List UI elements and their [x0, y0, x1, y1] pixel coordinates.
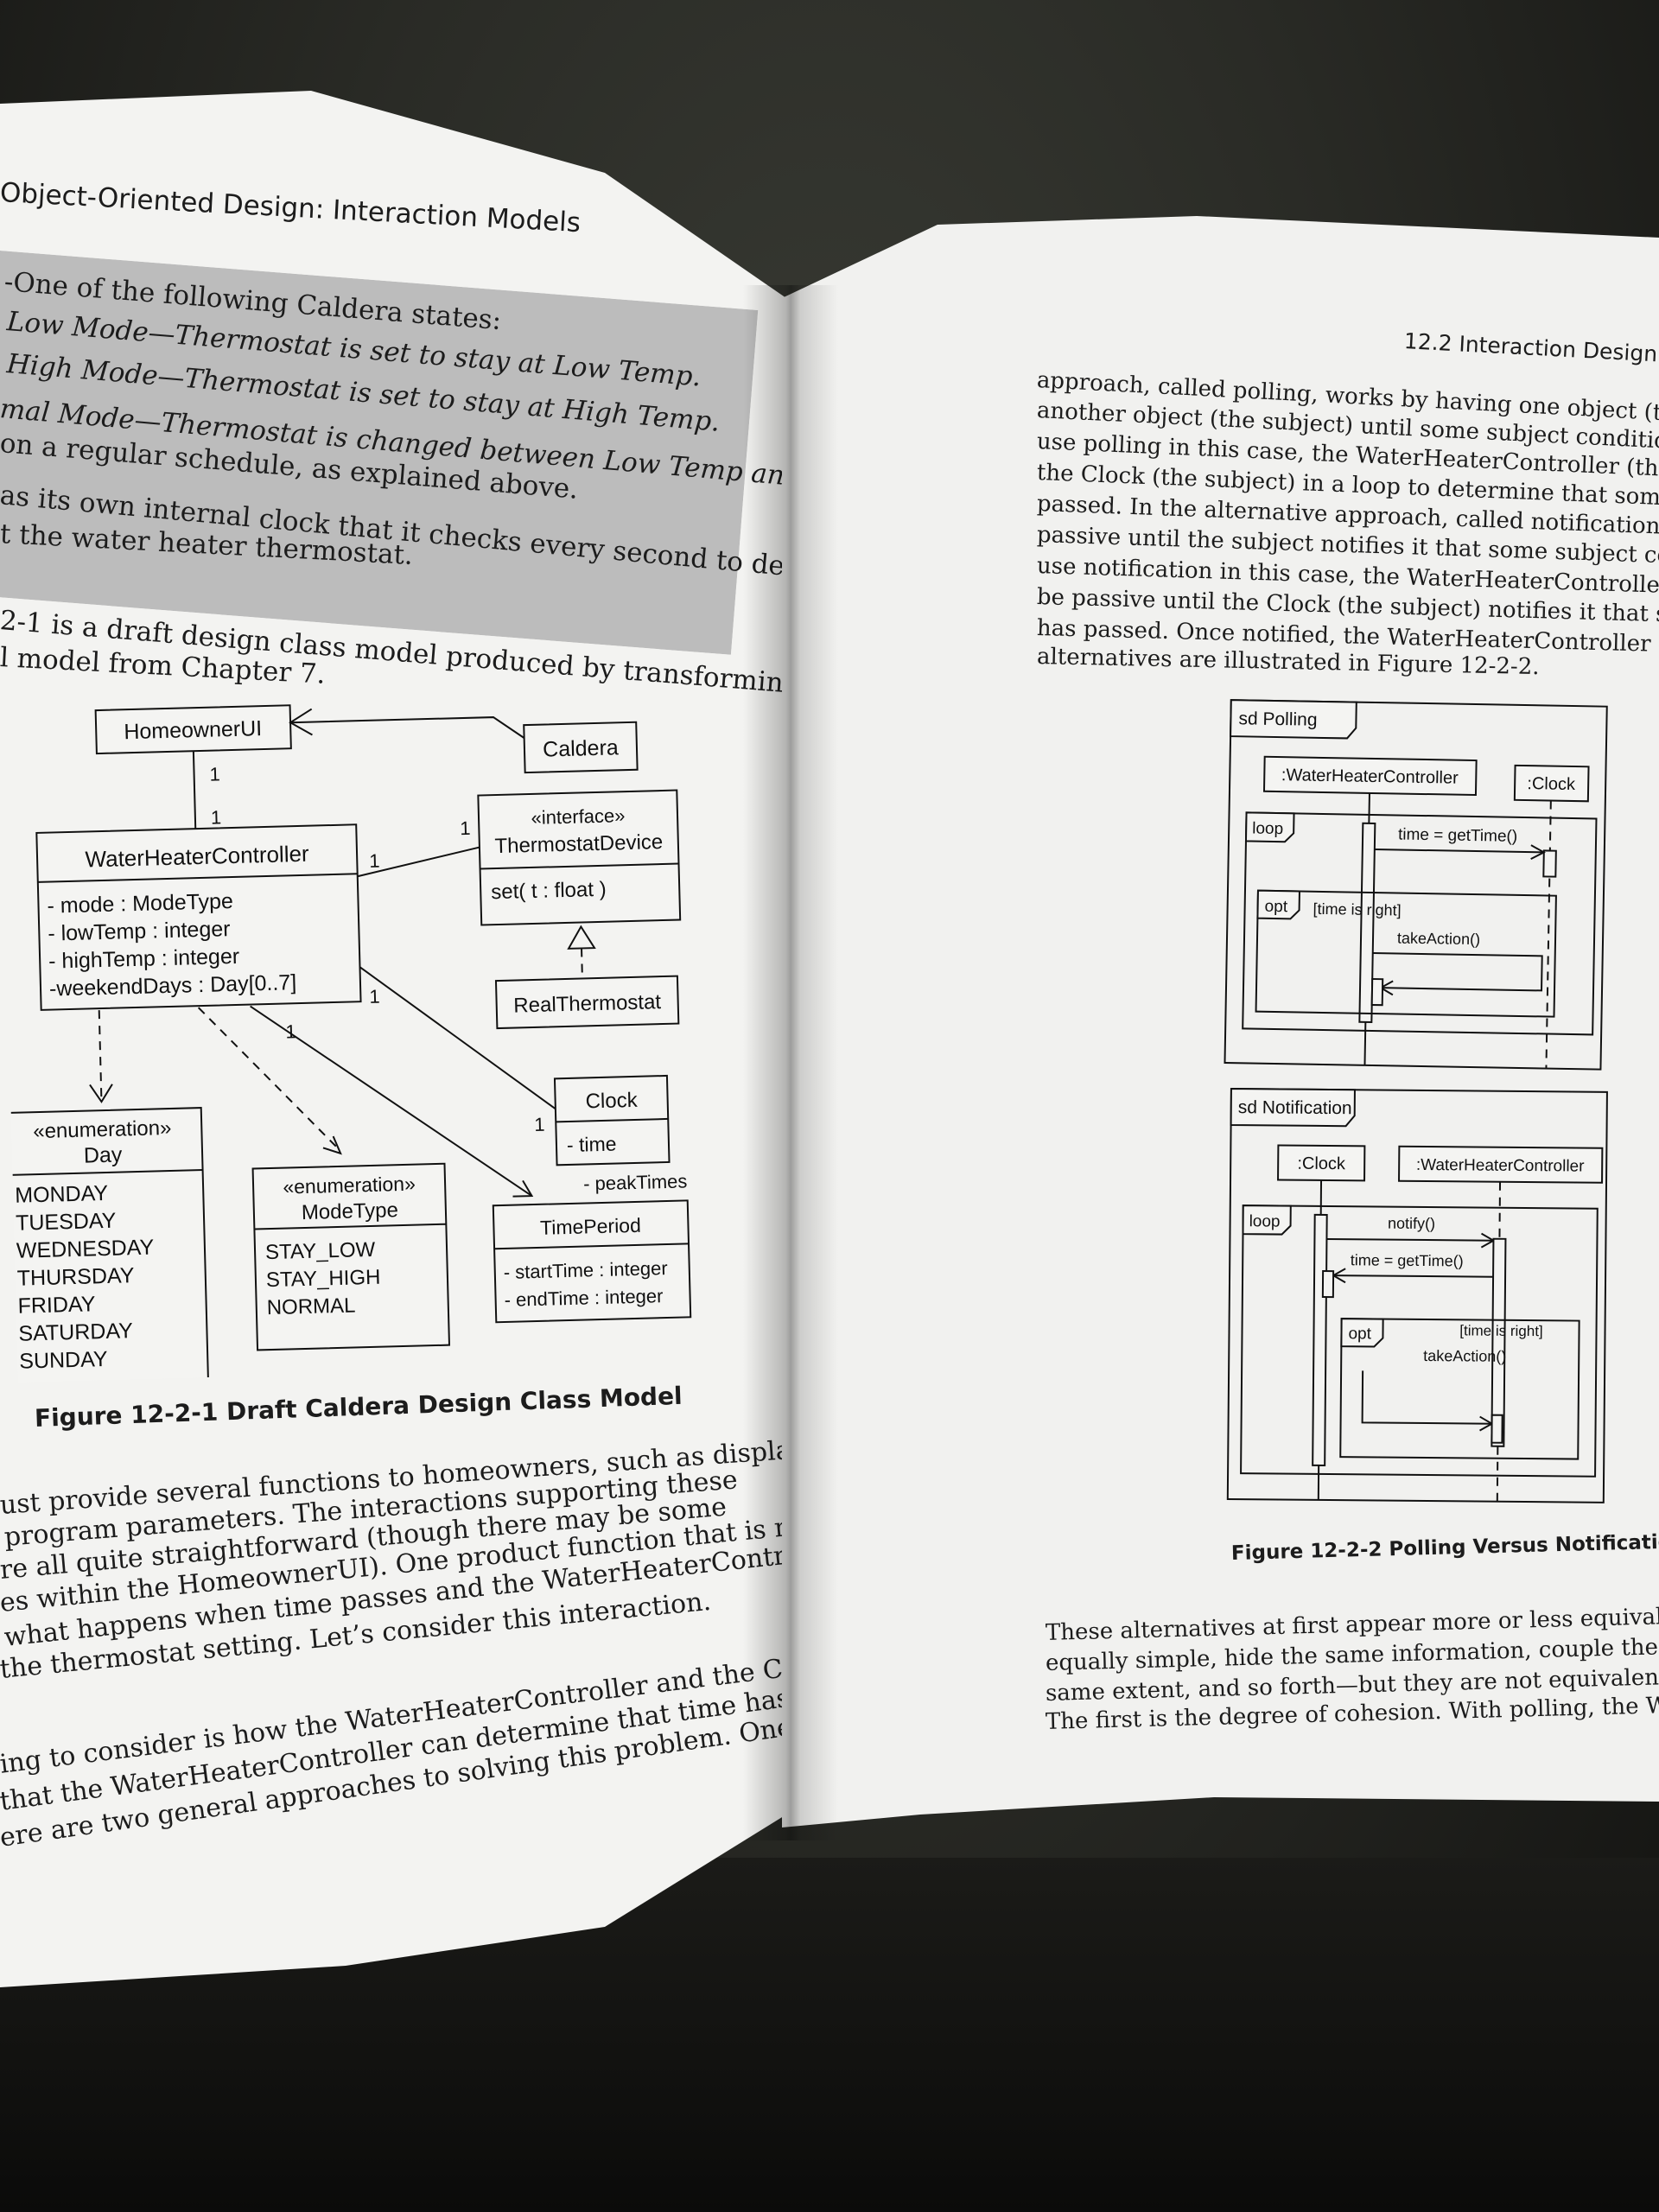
notification-clock-lifeline-box: [1277, 1144, 1366, 1182]
mult-whc-clock: 1: [369, 986, 380, 1007]
clock-label: Clock: [585, 1089, 639, 1114]
polling-get-time-label: time = getTime(): [1398, 825, 1517, 845]
role-peak-times: - peakTimes: [583, 1170, 688, 1194]
polling-loop-fragment: [1242, 811, 1598, 1036]
notification-controller-label: :WaterHeaterController: [1416, 1156, 1585, 1176]
mode-label: ModeType: [302, 1198, 399, 1224]
caldera-box: [523, 721, 639, 774]
caldera-label: Caldera: [543, 735, 619, 761]
whc-clock-line: [359, 966, 556, 1110]
real-thermostat-label: RealThermostat: [513, 990, 662, 1017]
mode-value-2: STAY_HIGH: [266, 1266, 381, 1292]
right-running-header: 12.2 Interaction Design Pro: [1403, 328, 1659, 369]
mult-clock-one: 1: [534, 1114, 545, 1135]
caldera-to-ui-line: [290, 716, 525, 739]
whc-day-dependency: [98, 1010, 103, 1100]
polling-frame-tab: [1230, 699, 1357, 740]
left-figure-caption: Figure 12-2-1 Draft Caldera Design Class…: [34, 1381, 683, 1433]
notification-frame: [1226, 1088, 1608, 1503]
real-thermostat-box: [494, 975, 680, 1030]
whc-attr-1: - mode : ModeType: [47, 889, 233, 918]
mult-ui-one: 1: [209, 763, 220, 785]
notification-opt-label: opt: [1348, 1325, 1371, 1343]
time-period-label: TimePeriod: [540, 1214, 641, 1239]
whc-attr-3: - highTemp : integer: [48, 944, 240, 974]
notification-clock-label: :Clock: [1297, 1154, 1346, 1173]
homeowner-ui-label: HomeownerUI: [124, 716, 262, 744]
polling-controller-label: :WaterHeaterController: [1281, 766, 1459, 788]
time-period-box: [492, 1199, 692, 1324]
notification-loop-fragment: [1240, 1205, 1599, 1478]
time-period-attr-2: - endTime : integer: [504, 1285, 663, 1311]
class-diagram: HomeownerUI Caldera 1 1 WaterHeaterContr…: [5, 704, 692, 1382]
polling-frame-label: sd Polling: [1238, 709, 1317, 730]
day-stereotype: «enumeration»: [33, 1116, 172, 1143]
mode-value-3: NORMAL: [266, 1294, 355, 1319]
td-stereotype: «interface»: [531, 804, 625, 829]
polling-activation-bar: [1358, 822, 1376, 1023]
mode-value-1: STAY_LOW: [265, 1238, 376, 1264]
caldera-arrowhead: [289, 708, 313, 736]
whc-timeperiod-line: [250, 1005, 533, 1197]
right-page: 12.2 Interaction Design Pro approach, ca…: [782, 216, 1659, 1827]
mode-stereotype: «enumeration»: [283, 1173, 416, 1198]
td-operation: set( t : float ): [491, 878, 607, 904]
left-page: Object-Oriented Design: Interaction Mode…: [0, 91, 786, 1987]
polling-take-action-label: takeAction(): [1397, 929, 1480, 948]
notification-frame-tab: [1230, 1088, 1356, 1128]
thermostat-device-box: [477, 789, 682, 926]
realization-triangle: [567, 925, 596, 950]
left-running-header: Object-Oriented Design: Interaction Mode…: [0, 177, 582, 239]
day-value-1: MONDAY: [15, 1181, 109, 1208]
time-period-attr-1: - startTime : integer: [503, 1257, 667, 1283]
notification-opt-fragment: [1339, 1318, 1580, 1460]
polling-loop-label: loop: [1252, 820, 1283, 839]
day-value-2: TUESDAY: [16, 1209, 117, 1236]
day-value-7: SUNDAY: [19, 1347, 108, 1374]
td-label: ThermostatDevice: [494, 830, 663, 858]
clock-attr: - time: [567, 1133, 617, 1156]
mult-td-one: 1: [460, 817, 471, 839]
right-figure-caption: Figure 12-2-2 Polling Versus Notificatio…: [1230, 1530, 1659, 1565]
notification-controller-lifeline-box: [1398, 1145, 1604, 1184]
polling-diagram: sd Polling :WaterHeaterController :Clock…: [1224, 699, 1608, 1071]
notification-loop-label: loop: [1249, 1212, 1281, 1230]
notification-take-action-label: takeAction(): [1423, 1347, 1506, 1365]
mult-whc-td: 1: [369, 850, 380, 872]
whc-label: WaterHeaterController: [85, 841, 309, 873]
polling-guard: [time is right]: [1313, 900, 1401, 919]
notification-activation-bar: [1312, 1213, 1328, 1467]
homeowner-ui-box: [94, 704, 292, 755]
book-gutter-shadow: [743, 285, 838, 1840]
mult-whc-one: 1: [211, 806, 222, 828]
notification-guard: [time is right]: [1459, 1322, 1543, 1339]
day-value-5: FRIDAY: [17, 1292, 96, 1318]
day-value-6: SATURDAY: [18, 1319, 133, 1345]
day-label: Day: [84, 1142, 124, 1167]
mode-enum-box: [251, 1162, 451, 1351]
polling-opt-label: opt: [1264, 898, 1287, 916]
water-heater-controller-box: [35, 823, 362, 1011]
notification-diagram: sd Notification :Clock :WaterHeaterContr…: [1226, 1088, 1608, 1503]
polling-frame: [1224, 699, 1608, 1071]
whc-mode-dependency: [197, 1007, 340, 1150]
mult-whc-weekend: 1: [285, 1020, 296, 1042]
notification-notify-label: notify(): [1388, 1215, 1435, 1232]
day-value-3: WEDNESDAY: [16, 1236, 155, 1263]
whc-attr-2: - lowTemp : integer: [48, 917, 231, 946]
ui-whc-line: [192, 751, 197, 830]
polling-opt-fragment: [1255, 889, 1557, 1018]
polling-clock-label: :Clock: [1527, 774, 1576, 794]
whc-td-line: [357, 846, 480, 878]
notification-frame-label: sd Notification: [1238, 1097, 1352, 1118]
notification-get-time-label: time = getTime(): [1351, 1251, 1464, 1269]
day-value-4: THURSDAY: [16, 1263, 135, 1291]
